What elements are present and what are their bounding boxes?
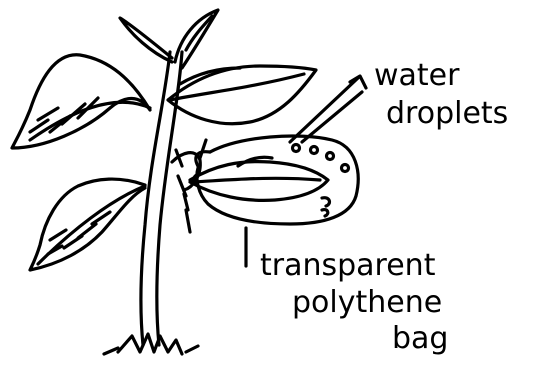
ground-grass bbox=[104, 334, 198, 354]
pointer-water-droplets bbox=[290, 76, 366, 142]
leaf-upper-right bbox=[168, 66, 316, 124]
label-water: water bbox=[374, 58, 460, 93]
top-bud-leaves bbox=[120, 10, 218, 68]
label-transparent: transparent bbox=[260, 248, 436, 283]
label-droplets: droplets bbox=[386, 96, 508, 131]
label-polythene: polythene bbox=[292, 285, 442, 320]
label-bag: bag bbox=[392, 321, 448, 356]
leaf-inside-bag bbox=[190, 157, 328, 200]
leaf-lower-left bbox=[30, 179, 145, 270]
plant-stem bbox=[141, 52, 182, 345]
leaf-upper-left bbox=[12, 55, 150, 148]
